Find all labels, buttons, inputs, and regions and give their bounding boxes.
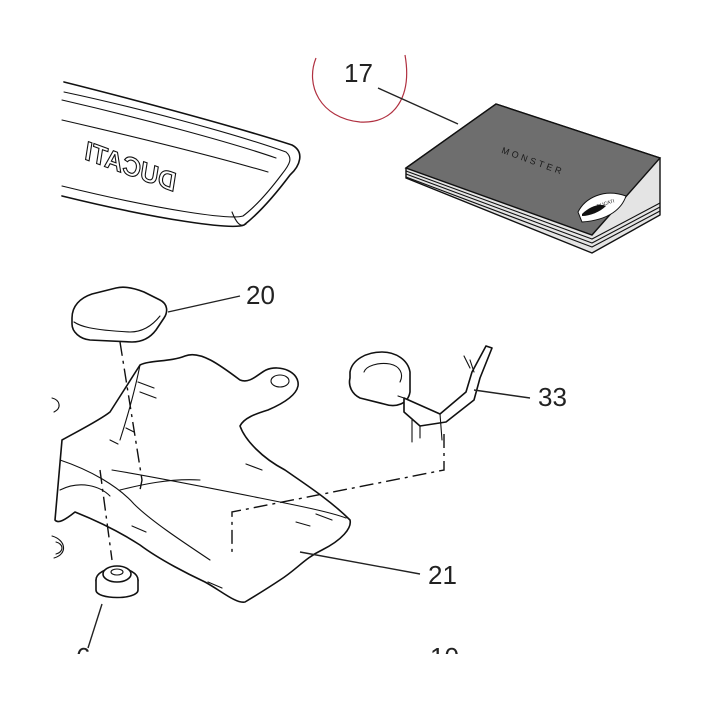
leader-lines (87, 87, 531, 649)
part-17-owners-manual[interactable]: MONSTER DUCATI (404, 103, 662, 254)
bottom-crop (0, 654, 720, 720)
highlight-circle (311, 54, 408, 123)
callout-33: 33 (538, 382, 567, 412)
ducati-cover-part[interactable]: DUCATI (61, 81, 301, 228)
part-20-rubber-pad[interactable] (71, 286, 168, 343)
manual-badge-text: DUCATI (596, 198, 615, 209)
part-6-grommet[interactable] (95, 565, 139, 599)
callout-17: 17 (344, 58, 373, 88)
left-edge-fragments (51, 397, 65, 559)
callout-20: 20 (246, 280, 275, 310)
part-21-bracket-plate[interactable] (54, 353, 351, 603)
callout-21: 21 (428, 560, 457, 590)
assembly-lines (99, 341, 445, 561)
part-33-clip-bracket[interactable] (348, 345, 493, 443)
